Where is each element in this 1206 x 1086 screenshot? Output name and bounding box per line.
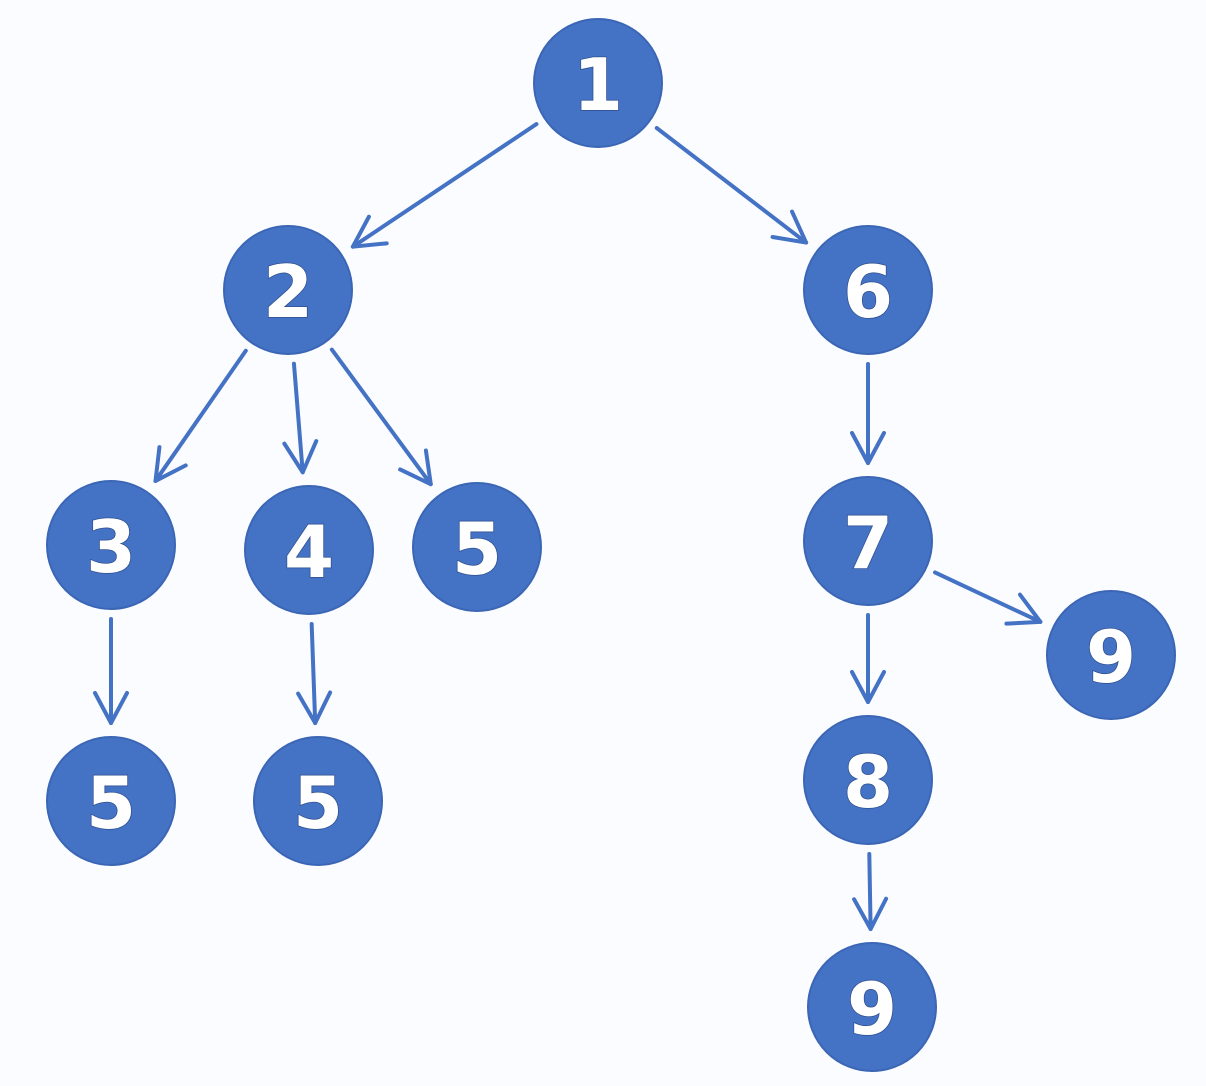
arrowhead-icon xyxy=(850,670,886,704)
node-n7: 7 xyxy=(803,476,933,606)
arrowhead-icon xyxy=(398,448,433,487)
node-label: 6 xyxy=(843,250,893,334)
node-label: 9 xyxy=(1086,615,1136,699)
node-label: 2 xyxy=(263,250,313,334)
edge-n4-n5c xyxy=(296,621,333,726)
edge-n7-n9a xyxy=(932,570,1043,626)
node-label: 5 xyxy=(452,507,502,591)
edge-line xyxy=(867,851,873,932)
edge-line xyxy=(153,348,248,483)
edge-n8-n9b xyxy=(852,851,889,932)
node-label: 9 xyxy=(847,967,897,1051)
arrowhead-icon xyxy=(850,431,886,465)
node-circle xyxy=(46,480,176,610)
edges-layer xyxy=(93,122,1043,932)
node-circle xyxy=(533,18,663,148)
edge-n6-n7 xyxy=(850,362,886,465)
edge-n1-n2 xyxy=(350,122,539,249)
node-n6: 6 xyxy=(803,225,933,355)
arrowhead-icon xyxy=(282,439,319,475)
edge-n2-n5a xyxy=(329,347,433,487)
edge-n3-n5b xyxy=(93,617,129,725)
node-circle xyxy=(803,225,933,355)
node-n5a: 5 xyxy=(412,482,542,612)
node-n4: 4 xyxy=(244,485,374,615)
node-circle xyxy=(253,736,383,866)
edge-line xyxy=(654,126,809,245)
node-circle xyxy=(412,482,542,612)
edge-line xyxy=(350,122,539,249)
node-label: 1 xyxy=(573,43,623,127)
arrowhead-icon xyxy=(296,690,333,726)
arrowhead-icon xyxy=(350,214,389,249)
arrowhead-icon xyxy=(770,209,809,245)
edge-n2-n4 xyxy=(282,361,319,475)
node-n5b: 5 xyxy=(46,736,176,866)
node-label: 5 xyxy=(86,761,136,845)
node-n8: 8 xyxy=(803,715,933,845)
node-n1: 1 xyxy=(533,18,663,148)
node-label: 8 xyxy=(843,740,893,824)
node-n3: 3 xyxy=(46,480,176,610)
arrowhead-icon xyxy=(93,691,129,725)
edge-line xyxy=(329,347,433,487)
nodes-layer: 1 2 6 3 4 5 7 9 5 5 8 9 xyxy=(46,18,1176,1072)
node-label: 4 xyxy=(284,510,334,594)
node-circle xyxy=(803,476,933,606)
node-label: 7 xyxy=(843,501,893,585)
node-circle xyxy=(223,225,353,355)
node-circle xyxy=(807,942,937,1072)
node-label: 5 xyxy=(293,761,343,845)
node-label: 3 xyxy=(86,505,136,589)
node-n2: 2 xyxy=(223,225,353,355)
edge-n7-n8 xyxy=(850,613,886,704)
node-n9a: 9 xyxy=(1046,590,1176,720)
arrowhead-icon xyxy=(1004,592,1043,626)
node-n9b: 9 xyxy=(807,942,937,1072)
edge-n2-n3 xyxy=(153,348,248,483)
arrowhead-icon xyxy=(153,445,188,483)
edge-line xyxy=(932,570,1043,624)
arrowhead-icon xyxy=(852,896,889,932)
node-n5c: 5 xyxy=(253,736,383,866)
node-circle xyxy=(244,485,374,615)
node-circle xyxy=(1046,590,1176,720)
node-circle xyxy=(803,715,933,845)
edge-n1-n6 xyxy=(654,126,809,245)
node-circle xyxy=(46,736,176,866)
edge-line xyxy=(291,361,305,475)
edge-line xyxy=(309,621,318,726)
